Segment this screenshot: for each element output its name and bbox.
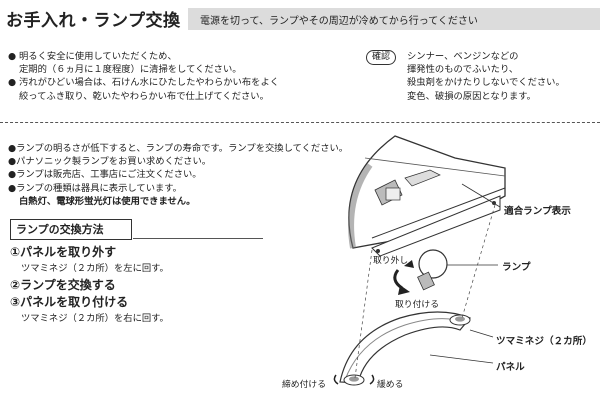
lamp-bulb-icon [417, 249, 498, 291]
caution-line: 揮発性のものでふいたり、 [407, 64, 519, 76]
care-line: 明るく安全に使用していただくため、 [19, 51, 177, 62]
care-line: 定期的（６ヵ月に１度程度）に清掃をしてください。 [19, 64, 242, 76]
caution-line: シンナー、ベンジンなどの [407, 51, 519, 62]
label-loosen: 緩める [377, 380, 404, 390]
confirm-badge: 確認 [366, 50, 397, 65]
bullet-icon: ● [8, 51, 17, 62]
guide-line [461, 204, 496, 319]
leader-line [429, 354, 494, 364]
caution-notes: シンナー、ベンジンなどの 揮発性のものでふいたり、 殺虫剤をかけたりしないでくだ… [407, 50, 565, 103]
step-1-title: ①パネルを取り外す [10, 245, 117, 259]
page-title: お手入れ・ランプ交換 [6, 11, 181, 31]
step-2-title: ②ランプを交換する [10, 278, 116, 292]
knob-screw-icon [449, 314, 494, 338]
label-attach: 取り付ける [395, 300, 439, 310]
knob-screw-icon [333, 374, 375, 386]
section-divider [0, 122, 600, 123]
howto-heading: ランプの交換方法 [16, 223, 104, 236]
label-panel: パネル [496, 362, 525, 373]
label-lamp: ランプ [502, 262, 531, 273]
label-lamp-display: 適合ランプ表示 [504, 206, 571, 217]
caution-line: 変色、破損の原因となります。 [407, 90, 536, 102]
fixture-body [348, 135, 506, 257]
howto-heading-box [10, 219, 132, 240]
info-line: ●ランプの種類は器具に表示しています。 [8, 182, 182, 194]
step-3-title: ③パネルを取り付ける [10, 295, 129, 309]
header-band [188, 8, 600, 30]
info-line: ●ランプは販売店、工事店にご注文ください。 [8, 169, 202, 181]
label-tighten: 締め付ける [282, 380, 326, 390]
step-3-desc: ツマミネジ（２カ所）を右に回す。 [21, 313, 169, 324]
care-line: 汚れがひどい場合は、石けん水にひたしたやわらかい布をよく [19, 77, 280, 89]
label-remove: 取り外し [373, 256, 409, 266]
step-1-desc: ツマミネジ（２カ所）を左に回す。 [21, 263, 169, 274]
howto-rule [133, 238, 263, 239]
lamp-info: ●ランプの明るさが低下すると、ランプの寿命です。ランプを交換してください。 ●パ… [8, 142, 348, 208]
info-line: ●パナソニック製ランプをお買い求めください。 [8, 156, 212, 168]
header-subtitle: 電源を切って、ランプやその周辺が冷めてから行ってください [200, 16, 478, 27]
bullet-icon: ● [8, 77, 17, 89]
leader-line [461, 183, 501, 208]
care-item: ●明るく安全に使用していただくため、 [8, 50, 279, 63]
label-knob-screw: ツマミネジ（２カ所） [496, 336, 592, 347]
rotate-arrow-icon [393, 260, 414, 295]
info-line: ●ランプの明るさが低下すると、ランプの寿命です。ランプを交換してください。 [8, 143, 349, 154]
info-note: 白熱灯、電球形蛍光灯は使用できません。 [19, 195, 196, 207]
caution-line: 殺虫剤をかけたりしないでください。 [407, 77, 565, 89]
care-item: ●汚れがひどい場合は、石けん水にひたしたやわらかい布をよく [8, 76, 279, 89]
panel [339, 311, 471, 384]
care-line: 絞ってふき取り、乾いたやわらかい布で仕上げてください。 [19, 90, 269, 102]
care-notes: ●明るく安全に使用していただくため、 定期的（６ヵ月に１度程度）に清掃をしてくだ… [8, 50, 279, 103]
